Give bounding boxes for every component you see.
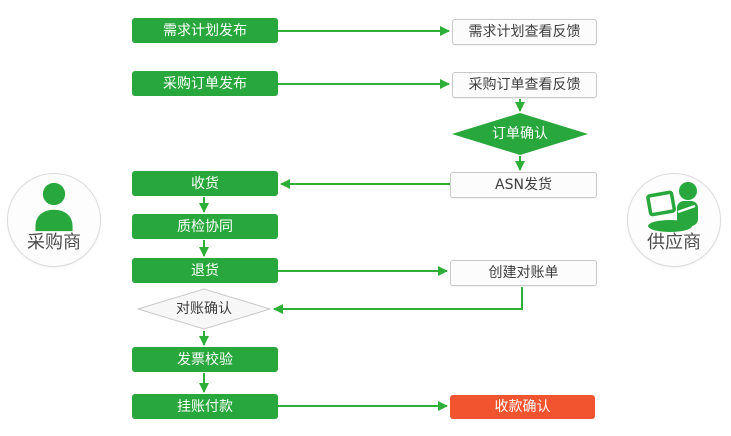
decision-label: 对账确认	[176, 301, 232, 317]
diamond-shape-icon	[136, 288, 272, 330]
node-book-payment: 挂账付款	[132, 394, 278, 419]
person-icon	[35, 182, 73, 232]
node-invoice-check: 发票校验	[132, 347, 278, 372]
node-create-statement: 创建对账单	[450, 260, 597, 286]
node-demand-feedback: 需求计划查看反馈	[452, 19, 597, 45]
decision-statement-confirm: 对账确认	[136, 288, 272, 330]
node-return-goods: 退货	[132, 258, 278, 283]
node-po-feedback: 采购订单查看反馈	[452, 72, 597, 98]
actor-label: 采购商	[27, 232, 81, 253]
actor-label: 供应商	[647, 232, 701, 253]
decision-order-confirm: 订单确认	[452, 113, 588, 155]
node-po-publish: 采购订单发布	[132, 71, 278, 96]
node-asn-ship: ASN发货	[450, 172, 597, 198]
node-quality-check: 质检协同	[132, 214, 278, 239]
actor-buyer: 采购商	[7, 173, 101, 267]
node-receive: 收货	[132, 171, 278, 196]
decision-label: 订单确认	[492, 126, 548, 142]
actor-supplier: 供应商	[627, 173, 721, 267]
node-demand-publish: 需求计划发布	[132, 18, 278, 43]
node-payment-confirm: 收款确认	[450, 395, 595, 419]
diamond-shape-icon	[452, 113, 588, 155]
person-laptop-icon	[646, 182, 698, 232]
